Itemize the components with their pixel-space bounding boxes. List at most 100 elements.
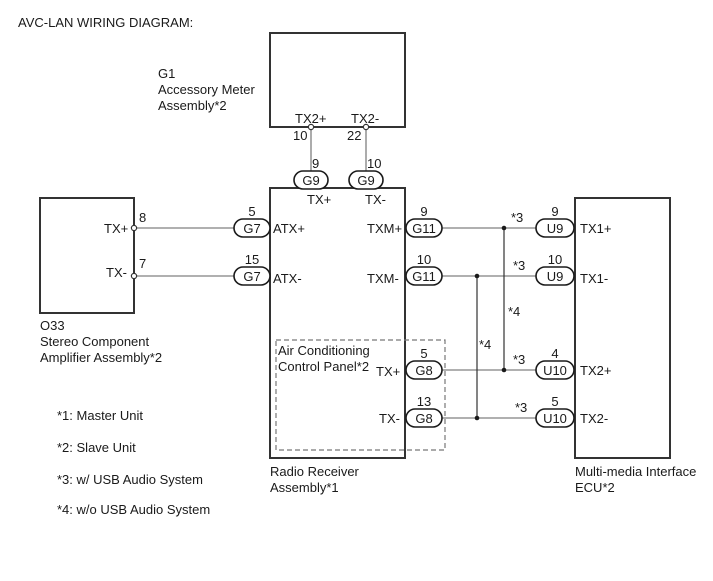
mmi-box (574, 197, 671, 459)
accessory-meter-assembly: G1 Accessory Meter Assembly*2 TX2+ TX2- … (158, 32, 406, 143)
g1-pin-number-tx2plus: 10 (293, 128, 307, 143)
note-with-usb: *3 (513, 258, 525, 273)
connector-pin-number: 10 (417, 252, 431, 267)
radio-box (269, 187, 406, 459)
connector-id: G11 (412, 269, 436, 284)
note-with-usb: *3 (513, 352, 525, 367)
stereo-component-amplifier: TX+ TX- 8 7 O33 Stereo Component Amplifi… (39, 197, 162, 365)
connector-pin-number: 4 (551, 346, 558, 361)
connector-shape (535, 266, 575, 286)
connector-pin-number: 5 (551, 394, 558, 409)
connector-pin-number: 9 (551, 204, 558, 219)
radio-receiver-assembly: TX+ TX- ATX+ ATX- TXM+ TXM- Radio Receiv… (269, 187, 406, 495)
connector-pin-number: 13 (417, 394, 431, 409)
ac-name-line2: Control Panel*2 (278, 359, 369, 374)
note-with-usb: *3 (515, 400, 527, 415)
connector-shape (405, 408, 443, 428)
g1-pin-label-tx2plus: TX2+ (295, 111, 326, 126)
ac-panel-outline (275, 339, 446, 451)
connector-g7-plus: G75 (233, 204, 271, 238)
connector-pin-number: 10 (548, 252, 562, 267)
g1-box (269, 32, 406, 128)
legend-item: *1: Master Unit (57, 408, 143, 423)
connector-g8-plus: G85 (405, 346, 443, 380)
g1-name-line1: Accessory Meter (158, 82, 255, 97)
wires (130, 123, 536, 421)
terminal-icon (130, 272, 138, 280)
terminal-icon (130, 224, 138, 232)
mmi-name-line2: ECU*2 (575, 480, 615, 495)
radio-name-line2: Assembly*1 (270, 480, 339, 495)
connector-id: G8 (415, 363, 432, 378)
junction-dot (501, 367, 507, 373)
radio-top-pin-txminus: TX- (365, 192, 386, 207)
connector-shape (233, 218, 271, 238)
o33-name-line2: Amplifier Assembly*2 (40, 350, 162, 365)
connector-pin-number: 9 (420, 204, 427, 219)
legend: *1: Master Unit *2: Slave Unit *3: w/ US… (57, 408, 210, 517)
connector-shape (535, 218, 575, 238)
connector-id: G7 (243, 221, 260, 236)
connector-id: U9 (547, 269, 564, 284)
connector-id: G11 (412, 221, 436, 236)
connector-id: G8 (415, 411, 432, 426)
connector-shape (535, 408, 575, 428)
connector-shape (535, 360, 575, 380)
connector-pin-number: 5 (248, 204, 255, 219)
g1-code: G1 (158, 66, 175, 81)
connector-id: U9 (547, 221, 564, 236)
legend-item: *3: w/ USB Audio System (57, 472, 203, 487)
legend-item: *4: w/o USB Audio System (57, 502, 210, 517)
o33-name-line1: Stereo Component (40, 334, 150, 349)
terminal-icon (362, 123, 370, 131)
wire-notes: *3 *3 *4 *4 *3 *3 (479, 210, 527, 415)
junction-dot (474, 415, 480, 421)
mmi-pin-tx2plus: TX2+ (580, 363, 611, 378)
o33-pin-number-txplus: 8 (139, 210, 146, 225)
mmi-pin-tx2minus: TX2- (580, 411, 608, 426)
o33-box (39, 197, 135, 314)
ac-pin-txplus: TX+ (376, 364, 400, 379)
connector-id: G9 (357, 173, 374, 188)
junction-dot (501, 225, 507, 231)
connector-shape (293, 170, 329, 190)
connector-shape (233, 266, 271, 286)
connector-shape (348, 170, 384, 190)
ac-pin-txminus: TX- (379, 411, 400, 426)
connector-id: G9 (302, 173, 319, 188)
o33-pin-label-txminus: TX- (106, 265, 127, 280)
o33-code: O33 (40, 318, 65, 333)
connectors: G99G910G75G715G119G1110G85G813U99U910U10… (233, 156, 575, 428)
junction-dot (474, 273, 480, 279)
mmi-pin-tx1minus: TX1- (580, 271, 608, 286)
connector-g9-plus: G99 (293, 156, 329, 190)
radio-pin-txmminus: TXM- (367, 271, 399, 286)
note-with-usb: *3 (511, 210, 523, 225)
note-without-usb: *4 (508, 304, 520, 319)
mmi-name-line1: Multi-media Interface (575, 464, 696, 479)
radio-name-line1: Radio Receiver (270, 464, 360, 479)
connector-id: U10 (543, 411, 567, 426)
connector-pin-number: 5 (420, 346, 427, 361)
o33-pin-number-txminus: 7 (139, 256, 146, 271)
connector-id: U10 (543, 363, 567, 378)
mmi-pin-tx1plus: TX1+ (580, 221, 611, 236)
connector-id: G7 (243, 269, 260, 284)
connector-pin-number: 9 (312, 156, 319, 171)
g1-name-line2: Assembly*2 (158, 98, 227, 113)
multimedia-interface-ecu: TX1+ TX1- TX2+ TX2- Multi-media Interfac… (574, 197, 696, 495)
connector-u9-plus: U99 (535, 204, 575, 238)
radio-pin-atxminus: ATX- (273, 271, 302, 286)
connector-shape (405, 360, 443, 380)
note-without-usb: *4 (479, 337, 491, 352)
ac-name-line1: Air Conditioning (278, 343, 370, 358)
air-conditioning-control-panel: Air Conditioning Control Panel*2 TX+ TX- (275, 339, 446, 451)
